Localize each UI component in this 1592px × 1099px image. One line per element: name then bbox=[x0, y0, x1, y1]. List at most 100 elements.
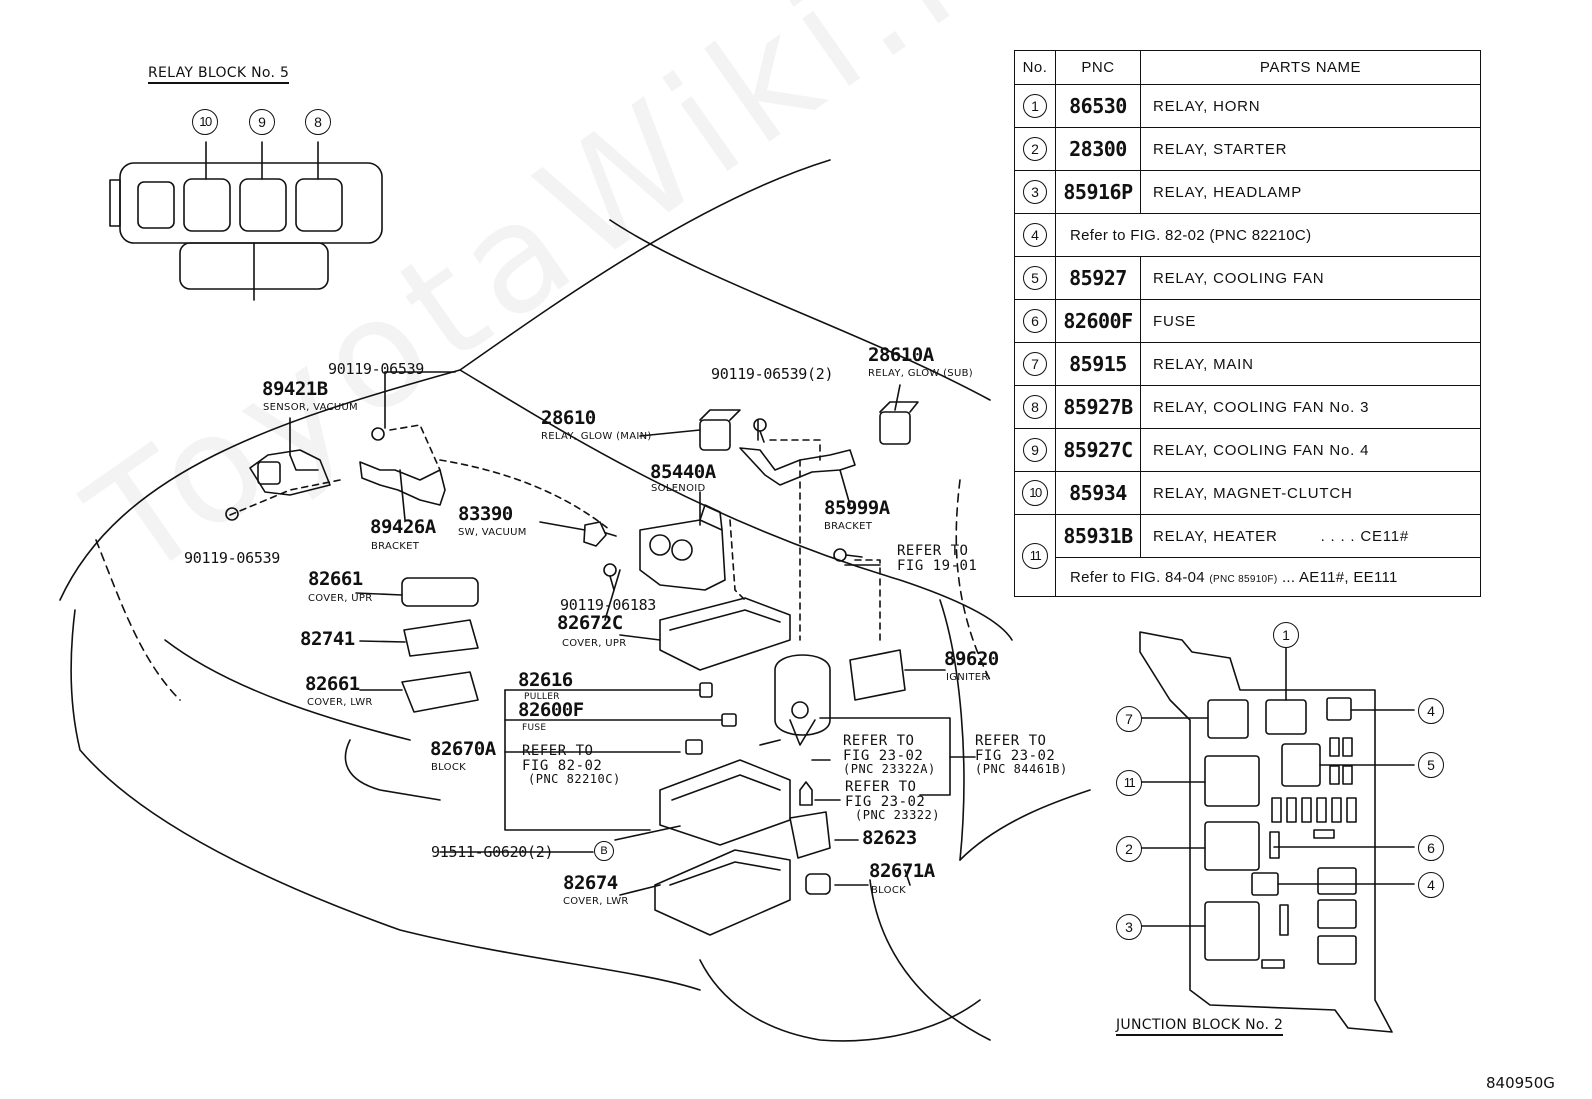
table-row: 2 28300 RELAY, STARTER bbox=[1014, 127, 1481, 171]
table-row: 8 85927B RELAY, COOLING FAN No. 3 bbox=[1014, 385, 1481, 429]
row-no: 11 bbox=[1022, 542, 1048, 569]
refer-fig23c-line1: REFER TO bbox=[845, 779, 917, 795]
row-pnc: 85915 bbox=[1055, 342, 1141, 386]
part-28610A: 28610A bbox=[868, 344, 934, 366]
refer-fig23c-line2: FIG 23-02 bbox=[845, 793, 926, 810]
part-82674-desc: COVER, LWR bbox=[563, 896, 629, 907]
table-row: 6 82600F FUSE bbox=[1014, 299, 1481, 343]
row-name: RELAY, COOLING FAN No. 4 bbox=[1140, 428, 1481, 472]
part-90119-06539-2: 90119-06539(2) bbox=[711, 365, 834, 383]
refer-fig82-line1: REFER TO bbox=[522, 743, 594, 759]
table-row: 1 86530 RELAY, HORN bbox=[1014, 84, 1481, 128]
refer-fig-23-02-a: REFER TO FIG 23-02 (PNC 23322A) bbox=[843, 734, 936, 776]
part-82661-upr: 82661 bbox=[308, 568, 363, 590]
row-pnc: 85927C bbox=[1055, 428, 1141, 472]
table-row: 10 85934 RELAY, MAGNET-CLUTCH bbox=[1014, 471, 1481, 515]
relay-block-title: RELAY BLOCK No. 5 bbox=[148, 66, 290, 84]
part-82616-desc: PULLER bbox=[524, 692, 560, 702]
row-pnc: 85927 bbox=[1055, 256, 1141, 300]
row-name: RELAY, MAIN bbox=[1140, 342, 1481, 386]
callout-9: 9 bbox=[249, 109, 275, 135]
part-91511-G0620: 91511-G0620(2) bbox=[431, 843, 554, 861]
table-row: 5 85927 RELAY, COOLING FAN bbox=[1014, 256, 1481, 300]
row-no: 10 bbox=[1022, 480, 1048, 506]
row-pnc: 86530 bbox=[1055, 84, 1141, 128]
part-sketches bbox=[225, 401, 919, 936]
row-no: 8 bbox=[1023, 395, 1047, 419]
table-row: 11 85931B RELAY, HEATER . . . . CE11# bbox=[1014, 514, 1481, 597]
refer-fig23a-line2: FIG 23-02 bbox=[843, 747, 924, 764]
table-row: 3 85916P RELAY, HEADLAMP bbox=[1014, 170, 1481, 214]
part-28610-desc: RELAY, GLOW (MAIN) bbox=[541, 431, 652, 442]
row-refer: Refer to FIG. 84-04 (PNC 85910F) ... AE1… bbox=[1055, 557, 1481, 597]
row-no: 2 bbox=[1023, 137, 1047, 161]
refer-fig-23-02-c: REFER TO FIG 23-02 (PNC 23322) bbox=[845, 780, 940, 822]
part-82600F: 82600F bbox=[518, 699, 584, 721]
part-90119-06539-left: 90119-06539 bbox=[184, 549, 281, 567]
part-85440A: 85440A bbox=[650, 461, 716, 483]
refer-fig23a-line1: REFER TO bbox=[843, 733, 915, 749]
row-pnc: 85927B bbox=[1055, 385, 1141, 429]
row-pnc: 28300 bbox=[1055, 127, 1141, 171]
part-82674: 82674 bbox=[563, 872, 618, 894]
jb-callout-6: 6 bbox=[1418, 835, 1444, 861]
header-no: No. bbox=[1014, 50, 1056, 85]
table-row: 4 Refer to FIG. 82-02 (PNC 82210C) bbox=[1014, 213, 1481, 257]
row-name: RELAY, HORN bbox=[1140, 84, 1481, 128]
row-no: 7 bbox=[1023, 352, 1047, 376]
part-83390: 83390 bbox=[458, 503, 513, 525]
refer-fig19-line1: REFER TO bbox=[897, 543, 969, 559]
part-82616: 82616 bbox=[518, 669, 573, 691]
parts-table: No. PNC PARTS NAME 1 86530 RELAY, HORN 2… bbox=[1014, 50, 1481, 597]
refer-fig82-line2: FIG 82-02 bbox=[522, 757, 603, 774]
part-82670A-desc: BLOCK bbox=[431, 762, 466, 773]
part-89421B: 89421B bbox=[262, 378, 328, 400]
jb-callout-5: 5 bbox=[1418, 752, 1444, 778]
refer-fig23b-line3: (PNC 84461B) bbox=[975, 762, 1068, 777]
jb-callout-7: 7 bbox=[1116, 706, 1142, 732]
part-85440A-desc: SOLENOID bbox=[651, 483, 706, 494]
junction-block-title: JUNCTION BLOCK No. 2 bbox=[1116, 1018, 1284, 1036]
jb-callout-11: 11 bbox=[1116, 770, 1142, 796]
refer-fig19-line2: FIG 19-01 bbox=[897, 557, 978, 574]
jb-callout-4b: 4 bbox=[1418, 872, 1444, 898]
row-refer-text: Refer to FIG. 84-04 bbox=[1070, 568, 1205, 586]
part-89426A: 89426A bbox=[370, 516, 436, 538]
row-name: Refer to FIG. 82-02 (PNC 82210C) bbox=[1055, 213, 1481, 257]
part-82623: 82623 bbox=[862, 827, 917, 849]
row-name-text: RELAY, HEATER bbox=[1153, 527, 1278, 545]
part-82600F-desc: FUSE bbox=[522, 723, 547, 733]
callout-8: 8 bbox=[305, 109, 331, 135]
refer-fig23a-line3: (PNC 23322A) bbox=[843, 762, 936, 777]
leader-lines bbox=[229, 371, 976, 896]
row-no: 6 bbox=[1023, 309, 1047, 333]
part-28610A-desc: RELAY, GLOW (SUB) bbox=[868, 368, 973, 379]
refer-fig23b-line2: FIG 23-02 bbox=[975, 747, 1056, 764]
part-82671A: 82671A bbox=[869, 860, 935, 882]
refer-fig82-line3: (PNC 82210C) bbox=[528, 772, 621, 787]
part-82661-lwr: 82661 bbox=[305, 673, 360, 695]
refer-fig-19-01: REFER TO FIG 19-01 bbox=[897, 544, 977, 573]
part-90119-06539-top: 90119-06539 bbox=[328, 360, 425, 378]
part-89620: 89620 bbox=[944, 648, 999, 670]
row-pnc: 85934 bbox=[1055, 471, 1141, 515]
header-pnc: PNC bbox=[1055, 50, 1141, 85]
part-89620-desc: IGNITER bbox=[946, 672, 989, 683]
table-header: No. PNC PARTS NAME bbox=[1014, 50, 1481, 85]
part-89426A-desc: BRACKET bbox=[371, 541, 420, 552]
row-no: 4 bbox=[1023, 223, 1047, 247]
row-pnc: 85931B bbox=[1055, 514, 1141, 558]
refer-fig23c-line3: (PNC 23322) bbox=[855, 808, 940, 823]
part-89421B-desc: SENSOR, VACUUM bbox=[263, 402, 358, 413]
part-82741: 82741 bbox=[300, 628, 355, 650]
row-name: RELAY, COOLING FAN No. 3 bbox=[1140, 385, 1481, 429]
part-82672C-desc: COVER, UPR bbox=[562, 638, 627, 649]
row-no: 5 bbox=[1023, 266, 1047, 290]
row-name: FUSE bbox=[1140, 299, 1481, 343]
row-name: RELAY, HEADLAMP bbox=[1140, 170, 1481, 214]
part-82661-upr-desc: COVER, UPR bbox=[308, 593, 373, 604]
jb-callout-3: 3 bbox=[1116, 914, 1142, 940]
header-parts-name: PARTS NAME bbox=[1140, 50, 1481, 85]
jb-callout-2: 2 bbox=[1116, 836, 1142, 862]
row-name: RELAY, COOLING FAN bbox=[1140, 256, 1481, 300]
